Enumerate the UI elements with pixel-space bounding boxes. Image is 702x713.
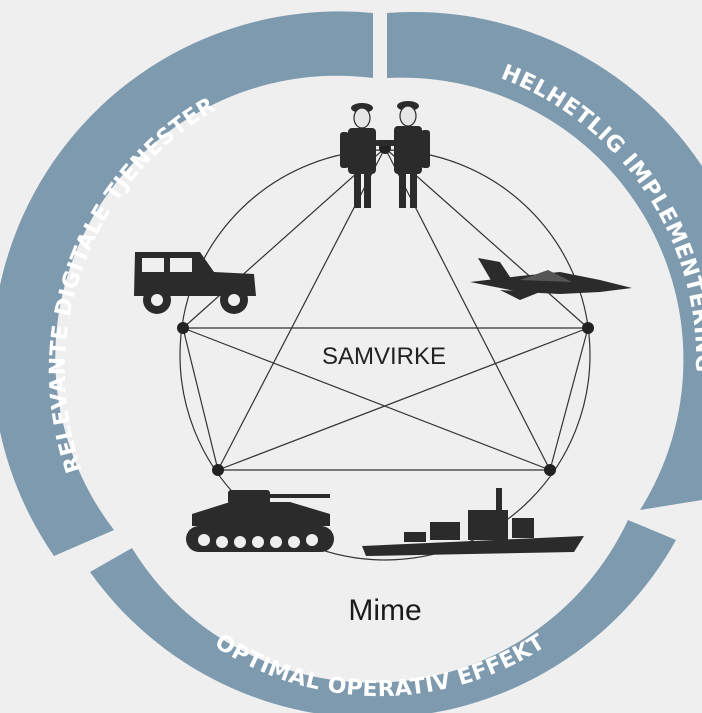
ring-segment-bottom <box>90 520 676 713</box>
bottom-label: Mime <box>348 594 421 627</box>
soldiers-icon <box>340 101 430 208</box>
node-right <box>582 322 594 334</box>
ring-segment-right <box>387 11 702 552</box>
jeep-icon <box>134 252 256 314</box>
center-label: SAMVIRKE <box>322 343 446 370</box>
fighter-jet-icon <box>470 258 632 300</box>
tank-icon <box>186 490 334 552</box>
ring-segment-left <box>0 11 373 556</box>
warship-icon <box>362 488 584 556</box>
node-left <box>177 322 189 334</box>
node-bottom-left <box>212 464 224 476</box>
node-bottom-right <box>544 464 556 476</box>
